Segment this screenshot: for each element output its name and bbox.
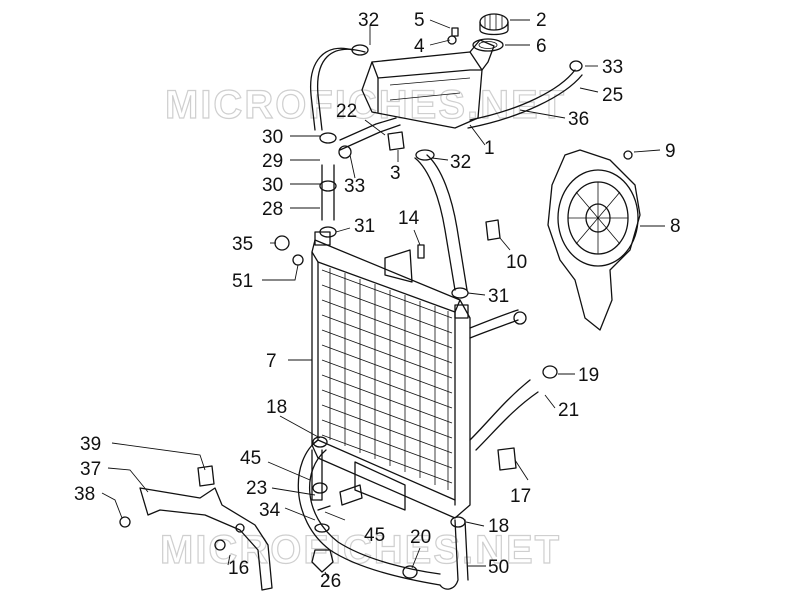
callout-33b: 33 <box>344 176 365 197</box>
callout-35: 35 <box>232 234 253 255</box>
callout-6: 6 <box>536 36 547 57</box>
callout-31b: 31 <box>488 286 509 307</box>
leader-lines <box>101 19 665 579</box>
callout-14: 14 <box>398 208 420 229</box>
callout-16: 16 <box>228 558 249 579</box>
cap-seal <box>472 38 504 52</box>
callout-labels: 32 5 2 4 6 33 25 36 22 1 30 29 30 28 33 … <box>74 10 681 592</box>
callout-38: 38 <box>74 484 95 505</box>
callout-18b: 18 <box>488 516 509 537</box>
callout-1: 1 <box>484 138 495 159</box>
callout-8: 8 <box>670 216 681 237</box>
callout-25: 25 <box>602 85 623 106</box>
expansion-tank <box>361 39 495 129</box>
callout-7: 7 <box>266 351 277 372</box>
callout-18a: 18 <box>266 397 287 418</box>
small-fittings <box>274 27 517 573</box>
callout-20: 20 <box>410 527 431 548</box>
callout-9: 9 <box>665 141 676 162</box>
callout-3: 3 <box>390 163 401 184</box>
callout-5: 5 <box>414 10 425 31</box>
callout-51: 51 <box>232 271 253 292</box>
callout-2: 2 <box>536 10 547 31</box>
watermark-top: MICROFICHES.NET <box>165 83 566 127</box>
callout-17: 17 <box>510 486 531 507</box>
callout-19: 19 <box>578 365 599 386</box>
callout-45a: 45 <box>240 448 261 469</box>
callout-30a: 30 <box>262 127 283 148</box>
callout-33a: 33 <box>602 57 623 78</box>
callout-31a: 31 <box>354 216 375 237</box>
filler-cap <box>472 13 509 52</box>
callout-32b: 32 <box>450 152 471 173</box>
callout-37: 37 <box>80 459 101 480</box>
callout-30b: 30 <box>262 175 283 196</box>
callout-21: 21 <box>558 400 579 421</box>
hoses <box>297 47 583 590</box>
callout-32a: 32 <box>358 10 379 31</box>
callout-34: 34 <box>259 500 281 521</box>
radiator <box>311 231 471 519</box>
callout-26: 26 <box>320 571 341 592</box>
mounting-bracket <box>119 465 273 591</box>
callout-36: 36 <box>568 109 589 130</box>
temperature-sensor <box>311 549 334 573</box>
callout-45b: 45 <box>364 525 385 546</box>
callout-23: 23 <box>246 478 267 499</box>
callout-29: 29 <box>262 151 283 172</box>
callout-28: 28 <box>262 199 283 220</box>
callout-50: 50 <box>488 557 509 578</box>
callout-10: 10 <box>506 252 527 273</box>
callout-22: 22 <box>336 101 357 122</box>
callout-4: 4 <box>414 36 425 57</box>
cooling-fan <box>547 149 641 331</box>
callout-39: 39 <box>80 434 101 455</box>
